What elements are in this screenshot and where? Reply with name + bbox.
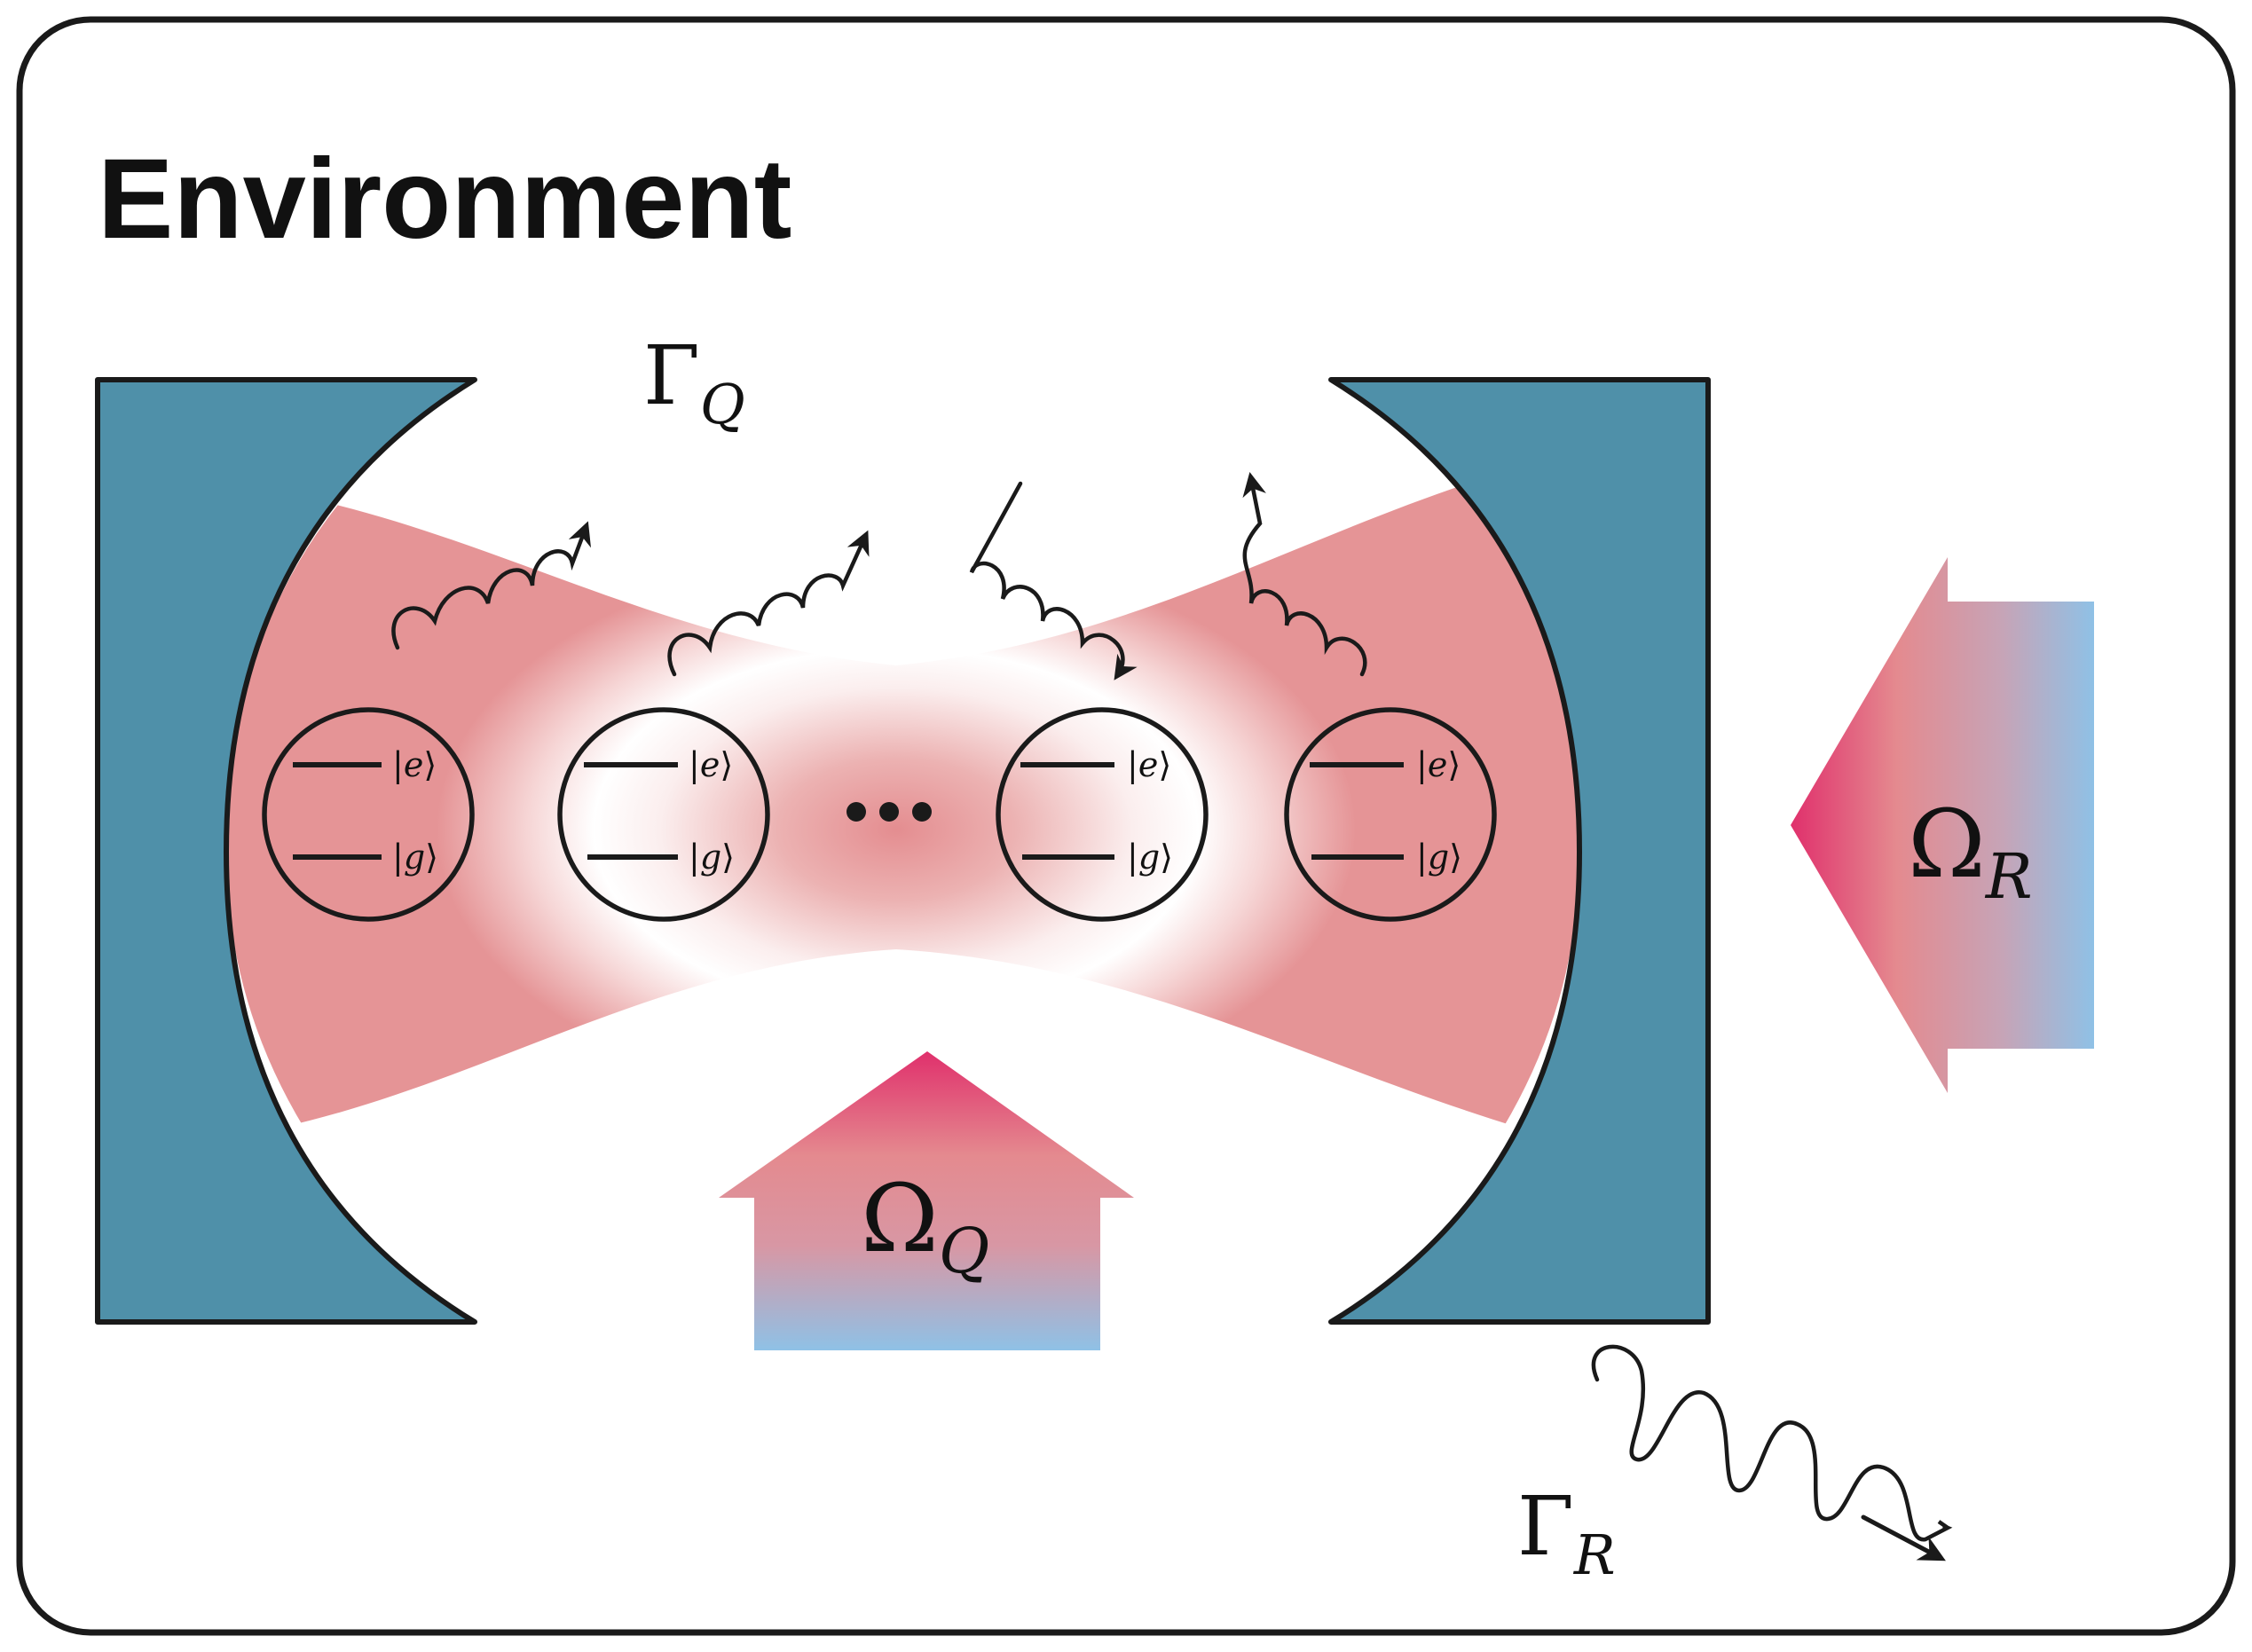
atom-3: |e⟩ |g⟩	[996, 707, 1209, 922]
atom-decay-photons	[391, 472, 1367, 680]
right-mirror	[1328, 377, 1711, 1325]
atom-2: |e⟩ |g⟩	[557, 707, 770, 922]
excited-state-ket: |e⟩	[689, 745, 733, 784]
atom-1: |e⟩ |g⟩	[262, 707, 475, 922]
cavity-beam	[226, 444, 1579, 1153]
omega-r-pump-arrow	[1791, 557, 2094, 1093]
environment-title: Environment	[98, 136, 791, 263]
decay-photon-1	[391, 521, 592, 650]
excited-state-ket: |e⟩	[392, 745, 437, 784]
omega-q-pump-arrow	[719, 1051, 1134, 1350]
ground-state-ket: |g⟩	[1416, 838, 1462, 877]
excited-state-ket: |e⟩	[1127, 745, 1171, 784]
decay-photon-3	[969, 481, 1138, 680]
cavity-leak-photon	[1591, 1344, 1953, 1542]
decay-photon-2	[667, 530, 870, 677]
atom-4: |e⟩ |g⟩	[1284, 707, 1497, 922]
cavity-leak-arrow	[1861, 1514, 1946, 1562]
ground-state-ket: |g⟩	[689, 838, 735, 877]
omega-r-label: ΩR	[1908, 790, 2033, 913]
gamma-q-label: ΓQ	[643, 328, 745, 437]
omega-q-label: ΩQ	[861, 1164, 989, 1287]
ground-state-ket: |g⟩	[1127, 838, 1173, 877]
left-mirror	[95, 377, 477, 1325]
excited-state-ket: |e⟩	[1416, 745, 1461, 784]
decay-photon-4	[1242, 472, 1367, 677]
gamma-r-label: ΓR	[1517, 1479, 1616, 1587]
ground-state-ket: |g⟩	[392, 838, 438, 877]
ellipsis-dots	[846, 802, 932, 822]
